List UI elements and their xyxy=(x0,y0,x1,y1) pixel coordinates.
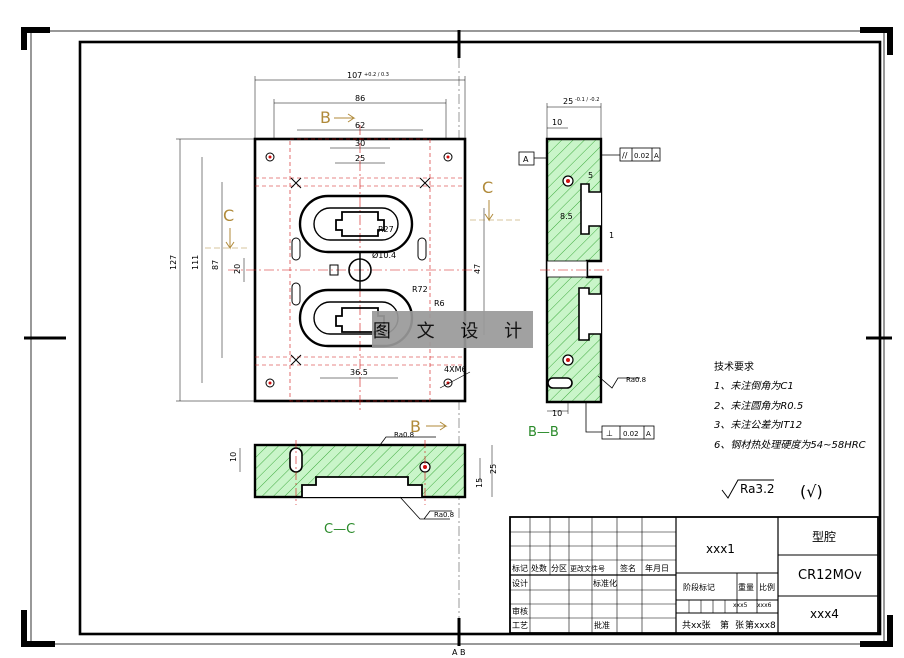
bb-dim-5: 5 xyxy=(588,171,593,180)
note-item-1: 1、未注倒角为C1 xyxy=(714,381,794,392)
tb-label-sign: 签名 xyxy=(620,564,636,573)
dim-87: 87 xyxy=(211,260,220,270)
bb-dim-8: 8.5 xyxy=(560,212,573,221)
bb-dim-1: 1 xyxy=(609,231,614,240)
tb-drawing-no1: xxx1 xyxy=(706,542,735,556)
tol-bottom-value: 0.02 xyxy=(623,430,639,438)
tb-label-mark: 标记 xyxy=(512,564,528,573)
section-b-top: B xyxy=(320,108,331,127)
tol-top-ref: A xyxy=(654,152,659,160)
tb-weight-val: xxx5 xyxy=(733,602,748,609)
dim-r27: R27 xyxy=(378,225,394,234)
datum-a: A xyxy=(523,155,529,164)
dim-62: 62 xyxy=(355,121,365,130)
tb-label-count: 处数 xyxy=(531,564,547,573)
dim-30: 30 xyxy=(355,139,365,148)
tb-part-name: 型腔 xyxy=(812,530,837,544)
dim-25: 25 xyxy=(355,154,365,163)
ra-bb: Ra0.8 xyxy=(626,376,646,384)
dim-20: 20 xyxy=(233,264,242,274)
tb-sheet-prefix: 第 xyxy=(720,621,730,631)
tb-drawing-no4: xxx4 xyxy=(810,607,839,621)
tb-approve: 批准 xyxy=(594,621,610,630)
note-item-2: 2、未注圆角为R0.5 xyxy=(714,401,804,412)
tol-top-value: 0.02 xyxy=(634,152,650,160)
ra-cc-bottom: Ra0.8 xyxy=(434,511,454,519)
tb-sheets: 共xx张 xyxy=(682,621,711,631)
section-c-left: C xyxy=(223,206,234,225)
tb-label-date: 年月日 xyxy=(645,564,669,573)
section-bb-view: 25 10 10 8.5 5 1 A // 0.02 A ⊥ 0.02 A Ra… xyxy=(518,97,661,440)
tb-label-change: 更改文件号 xyxy=(570,565,605,573)
tb-review: 审核 xyxy=(512,607,528,616)
section-b-bottom: B xyxy=(410,417,421,436)
tb-scale: 比例 xyxy=(759,583,775,592)
cc-dim-10: 10 xyxy=(229,452,238,462)
dim-r6: R6 xyxy=(434,299,445,308)
tb-sheet-mid: 张 xyxy=(735,621,745,631)
tol-bottom-symbol: ⊥ xyxy=(606,429,613,438)
footer-mark: A B xyxy=(452,648,466,657)
dim-111: 111 xyxy=(191,255,200,270)
tb-scale-val: xxx6 xyxy=(757,602,772,609)
dim-thread: 4XM6 xyxy=(444,365,467,374)
cc-dim-25: 25 xyxy=(489,464,498,474)
tb-material: CR12MOv xyxy=(798,568,862,583)
section-cc-view: 10 25 15 Ra0.8 Ra0.8 C—C xyxy=(229,431,498,537)
dim-r72: R72 xyxy=(412,285,428,294)
notes-title: 技术要求 xyxy=(714,362,754,373)
tb-sheet: 第xxx8 xyxy=(745,621,776,631)
bb-dim-25-tol: -0.1 / -0.2 xyxy=(575,97,600,103)
bb-label: B—B xyxy=(528,425,559,440)
general-roughness: Ra3.2 (√) xyxy=(721,479,823,501)
tb-weight: 重量 xyxy=(738,583,754,592)
dim-36: 36.5 xyxy=(350,368,368,377)
main-view: 107 86 62 30 25 127 111 87 20 R27 Ø10.4 … xyxy=(169,71,520,436)
ra-general: Ra3.2 xyxy=(740,482,775,496)
note-item-4: 6、钢材热处理硬度为54~58HRC xyxy=(714,440,866,451)
tol-bottom-ref: A xyxy=(646,430,651,438)
tb-design: 设计 xyxy=(512,579,528,588)
watermark-stamp: 图 文 设 计 xyxy=(372,311,533,348)
tb-standard: 标准化 xyxy=(593,579,617,588)
cc-dim-15: 15 xyxy=(475,478,484,488)
bb-dim-10a: 10 xyxy=(552,118,562,127)
dim-47: 47 xyxy=(473,264,482,274)
bb-dim-25: 25 xyxy=(563,97,573,106)
dim-107: 107 xyxy=(347,71,362,80)
section-c-right: C xyxy=(482,178,493,197)
bb-dim-10b: 10 xyxy=(552,409,562,418)
note-item-3: 3、未注公差为IT12 xyxy=(714,420,803,431)
dim-86: 86 xyxy=(355,94,365,103)
dim-d10: Ø10.4 xyxy=(372,250,396,260)
tol-top-symbol: // xyxy=(622,151,628,160)
title-block-grid xyxy=(509,516,879,634)
ra-general-suffix: (√) xyxy=(800,482,823,501)
tb-process: 工艺 xyxy=(512,621,528,630)
dim-107-tol: +0.2 / 0.3 xyxy=(364,72,389,78)
tb-stage: 阶段标记 xyxy=(683,583,715,592)
dim-127: 127 xyxy=(169,255,178,270)
ra-cc-top: Ra0.8 xyxy=(394,431,414,439)
cc-label: C—C xyxy=(324,522,355,537)
tb-label-zone: 分区 xyxy=(551,564,567,573)
